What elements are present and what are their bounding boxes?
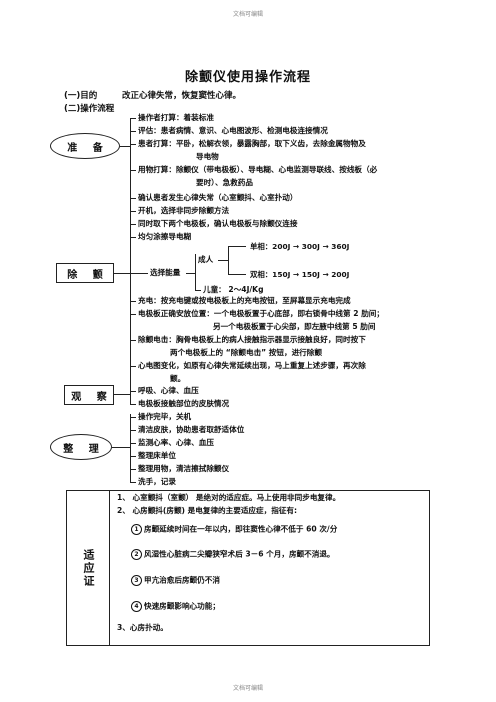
indication-sub-text: 甲亢治愈后房颤仍不消 <box>144 575 220 585</box>
defib-tick <box>130 211 136 212</box>
observe-tick <box>130 404 136 405</box>
adult-label: 成人 <box>198 255 214 264</box>
adult-tick <box>218 260 228 261</box>
defib-bracket <box>130 195 131 375</box>
tidy-item: 操作完毕，关机 <box>138 412 192 421</box>
indication-sub-text: 房颤延续时间在一年以内，即往窦性心律不低于 60 次/分 <box>144 524 338 534</box>
bi-tick <box>228 274 246 275</box>
tidy-tick <box>130 456 136 457</box>
observe-item: 电极板接触部位的皮肤情况 <box>138 399 230 408</box>
indications-label-cell: 适应证 <box>67 491 110 645</box>
prepare-node: 准 备 <box>50 133 120 159</box>
prepare-tick <box>130 144 136 145</box>
indication-line: 1、 心室颤抖（室颤） 是绝对的适应症。马上使用非同步电复律。 <box>117 493 341 502</box>
indication-line: 2、 心房颤抖(房颤) 是电复律的主要适应症，指征有: <box>117 506 298 515</box>
energy-label: 选择能量 <box>150 268 181 277</box>
defib-tick <box>130 314 136 315</box>
energy-bracket <box>195 254 196 290</box>
defib-tick <box>130 224 136 225</box>
indication-sub-text: 快速房颤影响心功能； <box>144 601 220 611</box>
tidy-item: 整理用物，清洁擦拭除颤仪 <box>138 464 230 473</box>
tidy-item: 洗手，记录 <box>138 477 176 486</box>
tidy-item: 监测心率、心律、血压 <box>138 438 214 447</box>
defib-tick <box>130 301 136 302</box>
prepare-bracket <box>130 118 131 213</box>
tidy-item: 整理床单位 <box>138 451 176 460</box>
energy-connector <box>130 273 148 274</box>
prepare-item: 导电物 <box>196 152 219 161</box>
shock-step: 除颤电击：胸骨电极板上的病人接触指示器显示接触良好，同时按下 <box>138 335 366 344</box>
defib-item: 开机，选择非同步除颤方法 <box>138 206 230 215</box>
child-energy: 儿童： 2～4J/Kg <box>203 285 264 294</box>
observe-item: 呼吸、心律、血压 <box>138 386 199 395</box>
tidy-connector <box>112 447 130 448</box>
observe-label: 观 察 <box>71 391 113 403</box>
tidy-tick <box>130 482 136 483</box>
indications-box: 适应证 1、 心室颤抖（室颤） 是绝对的适应症。马上使用非同步电复律。 2、 心… <box>66 490 430 646</box>
tidy-bracket <box>130 414 131 482</box>
section1-label: (一)目的 <box>64 91 98 101</box>
page-title: 除颤仪使用操作流程 <box>184 70 311 85</box>
mono-energy: 单相：200J → 300J → 360J <box>250 242 350 251</box>
circle-number-icon: 3 <box>131 575 142 586</box>
prepare-connector <box>120 146 130 147</box>
footer-watermark: 文档可编辑 <box>232 685 263 692</box>
tidy-item: 清洁皮肤，协助患者取舒适体位 <box>138 425 245 434</box>
observe-node: 观 察 <box>64 385 114 405</box>
energy-tick <box>186 273 195 274</box>
circle-number-icon: 4 <box>131 601 142 612</box>
prepare-tick <box>130 118 136 119</box>
tidy-tick <box>130 443 136 444</box>
shock-step-2: 两个电极板上的 “除颤电击” 按钮，进行除颤 <box>170 348 322 357</box>
tidy-tick <box>130 430 136 431</box>
prepare-label: 准 备 <box>67 142 109 154</box>
circle-number-icon: 1 <box>131 524 142 535</box>
tidy-tick <box>130 417 136 418</box>
defib-item: 同时取下两个电极板，确认电极板与除颤仪连接 <box>138 219 298 228</box>
placement-step-2: 另一个电极板置于心尖部，即左腋中线第 5 肋间 <box>213 322 376 331</box>
tidy-label: 整 理 <box>63 443 105 455</box>
child-tick <box>195 290 201 291</box>
observe-item: 颤。 <box>170 374 186 383</box>
prepare-item: 评估：患者病情、意识、心电图波形、检测电极连接情况 <box>138 126 328 135</box>
section1-text: 改正心律失常，恢复窦性心律。 <box>122 91 242 101</box>
tidy-tick <box>130 469 136 470</box>
charge-step: 充电：按充电键或按电极板上的充电按钮，至屏幕显示充电完成 <box>138 296 351 305</box>
prepare-tick <box>130 131 136 132</box>
observe-connector <box>114 394 130 395</box>
indication-line: 3、心房扑动。 <box>117 623 168 632</box>
placement-step: 电极板正确安放位置：一个电极板置于心底部，即右锁骨中线第 2 肋间； <box>138 309 384 318</box>
prepare-item: 操作者打算：着装标准 <box>138 113 214 122</box>
defib-tick <box>130 198 136 199</box>
defib-connector <box>114 273 130 274</box>
observe-bracket <box>130 362 131 404</box>
tidy-node: 整 理 <box>50 434 112 460</box>
defib-tick <box>130 340 136 341</box>
observe-item: 心电图变化，如原有心律失常延续出现，马上重复上述步骤，再次除 <box>138 361 366 370</box>
defib-item: 均匀涂擦导电糊 <box>138 232 192 241</box>
bi-energy: 双相：150J → 150J → 200J <box>250 270 350 279</box>
observe-tick <box>130 366 136 367</box>
defib-tick <box>130 237 136 238</box>
header-watermark: 文档可编辑 <box>232 11 263 18</box>
circle-number-icon: 2 <box>131 549 142 560</box>
prepare-item: 要时）、急救药品 <box>196 178 253 187</box>
defib-label: 除 颤 <box>67 269 109 281</box>
indication-sub-text: 风湿性心脏病二尖瓣狭窄术后 3－6 个月，房颤不消退。 <box>144 549 335 559</box>
defib-item: 确认患者发生心律失常（心室颤抖、心室扑动） <box>138 193 298 202</box>
mono-tick <box>228 246 246 247</box>
prepare-item: 用物打算：除颤仪（带电极板）、导电糊、心电监测导联线、按线板（必 <box>138 165 378 174</box>
observe-tick <box>130 391 136 392</box>
defib-node: 除 颤 <box>56 263 114 283</box>
prepare-item: 患者打算：平卧，松解衣领，暴露胸部，取下义齿，去除金属物物及 <box>138 139 366 148</box>
prepare-tick <box>130 170 136 171</box>
adult-bracket <box>228 246 229 274</box>
indications-label: 适应证 <box>82 548 95 588</box>
section2-label: (二)操作流程 <box>64 104 115 114</box>
